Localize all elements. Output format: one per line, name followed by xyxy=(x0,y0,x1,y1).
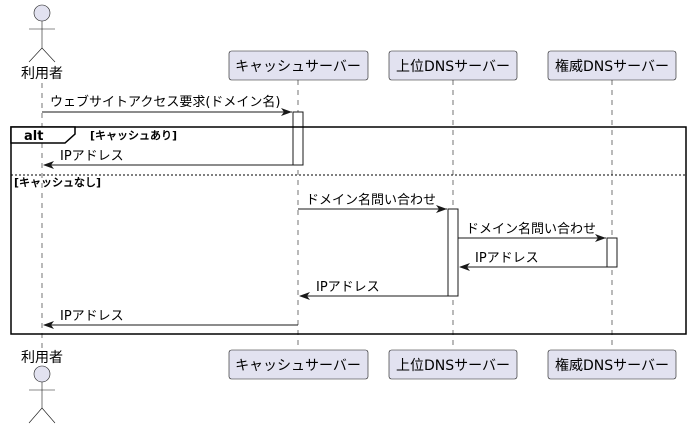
message-query-upper: ドメイン名問い合わせ xyxy=(298,192,447,213)
message-ip-auth: IPアドレス xyxy=(459,251,607,271)
message-ip-upper: IPアドレス xyxy=(299,280,448,300)
participant-cache-top-label: キャッシュサーバー xyxy=(235,59,361,75)
message-ip-cache-hit-label: IPアドレス xyxy=(60,149,124,164)
participant-auth-bottom: 権威DNSサーバー xyxy=(547,349,677,380)
participant-upper-bottom: 上位DNSサーバー xyxy=(388,349,518,380)
participant-cache-bottom: キャッシュサーバー xyxy=(228,349,369,380)
message-ip-cache-hit: IPアドレス xyxy=(43,149,293,169)
actor-user-bottom-label: 利用者 xyxy=(21,350,63,366)
activation-cache-1 xyxy=(292,111,304,166)
message-query-auth: ドメイン名問い合わせ xyxy=(458,221,606,242)
participant-auth-top-label: 権威DNSサーバー xyxy=(555,58,669,75)
alt-keyword: alt xyxy=(24,129,43,144)
message-ip-cache-miss: IPアドレス xyxy=(43,309,298,329)
participant-auth-bottom-label: 権威DNSサーバー xyxy=(555,357,669,374)
alt-fragment: alt [キャッシュあり] [キャッシュなし] xyxy=(10,126,687,335)
message-access-request-label: ウェブサイトアクセス要求(ドメイン名) xyxy=(50,94,281,110)
participant-cache-top: キャッシュサーバー xyxy=(228,50,369,81)
message-query-auth-label: ドメイン名問い合わせ xyxy=(466,221,596,237)
activation-upper xyxy=(447,208,459,297)
participant-auth-top: 権威DNSサーバー xyxy=(547,50,677,81)
participant-cache-bottom-label: キャッシュサーバー xyxy=(235,358,361,374)
message-ip-cache-miss-label: IPアドレス xyxy=(60,309,124,324)
message-access-request: ウェブサイトアクセス要求(ドメイン名) xyxy=(42,94,292,116)
actor-user-bottom: 利用者 xyxy=(21,350,63,424)
message-ip-auth-label: IPアドレス xyxy=(475,251,539,266)
actor-user-top-label: 利用者 xyxy=(21,66,63,82)
alt-guard-cache-hit: [キャッシュあり] xyxy=(90,129,177,142)
participant-upper-top-label: 上位DNSサーバー xyxy=(396,59,510,75)
message-ip-upper-label: IPアドレス xyxy=(316,280,380,295)
message-query-upper-label: ドメイン名問い合わせ xyxy=(306,192,436,208)
alt-guard-cache-miss: [キャッシュなし] xyxy=(14,176,101,189)
activation-auth xyxy=(606,237,618,268)
participant-upper-top: 上位DNSサーバー xyxy=(388,50,518,81)
participant-upper-bottom-label: 上位DNSサーバー xyxy=(396,358,510,374)
actor-user-top: 利用者 xyxy=(21,4,63,82)
